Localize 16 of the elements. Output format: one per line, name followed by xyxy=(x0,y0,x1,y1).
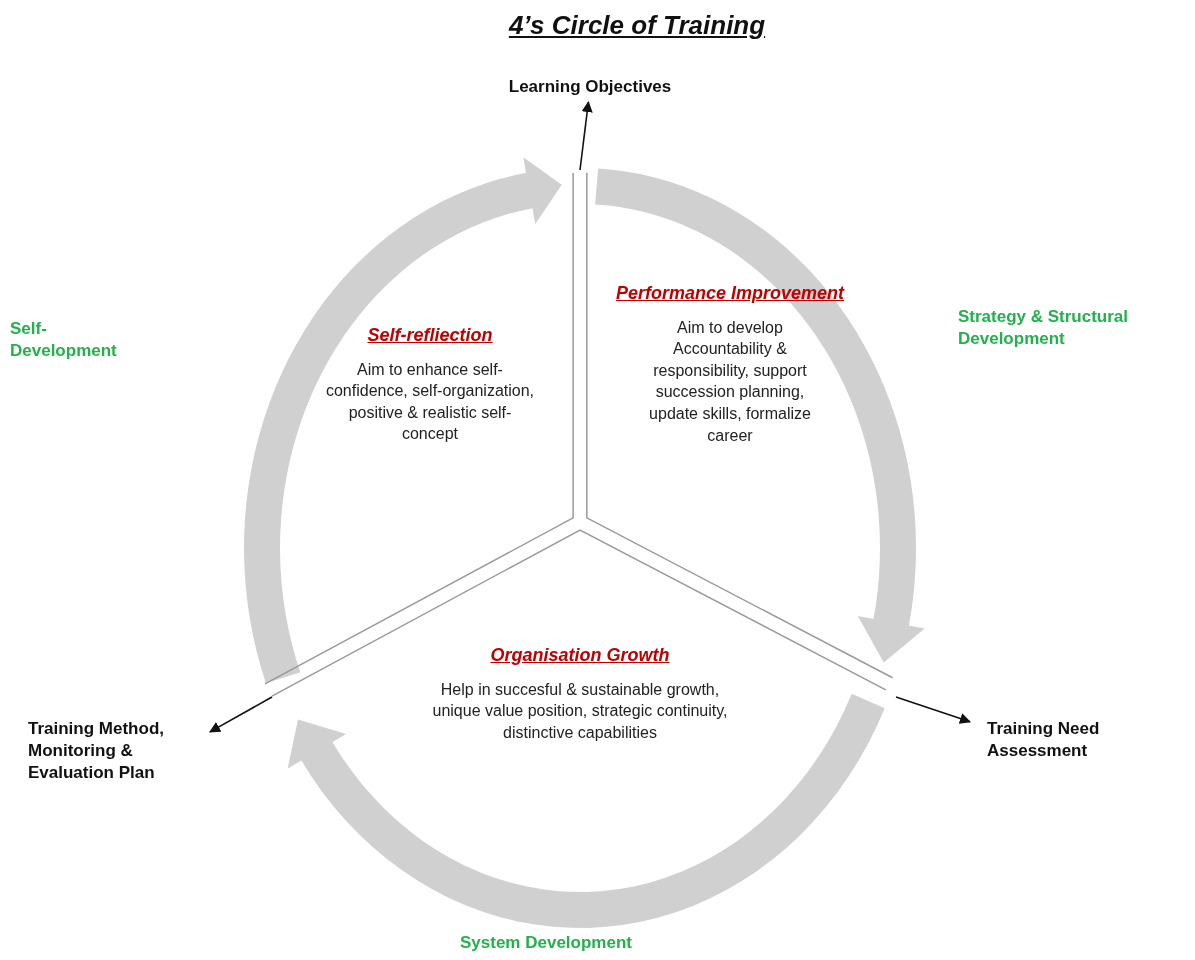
arrow xyxy=(209,696,273,733)
stage-label: Training Need Assessment xyxy=(970,718,1150,786)
phase-label: Strategy & Structural Development xyxy=(958,306,1130,351)
phase-label: Self-Development xyxy=(10,318,118,363)
sector-heading: Performance Improvement xyxy=(615,283,845,305)
phase-label: System Development xyxy=(460,932,633,954)
stage-label: Learning Objectives xyxy=(470,76,710,102)
sector-description: Help in succesful & sustainable growth, unique value position, strategic continuity, distinctive capabilities xyxy=(431,679,729,743)
arrow xyxy=(579,100,593,171)
stage-label: Training Method, Monitoring & Evaluation Plan xyxy=(28,718,210,848)
arrow xyxy=(895,696,972,724)
sector-description: Aim to develop Accountability & responsibility, support succession planning, update skills, formalize career xyxy=(648,317,812,446)
diagram-title: 4’s Circle of Training xyxy=(508,10,766,41)
sector-heading: Organisation Growth xyxy=(490,645,670,667)
sector-description: Aim to enhance self-confidence, self-organization, positive & realistic self-concept xyxy=(324,359,536,445)
sector-heading: Self-refliection xyxy=(367,325,493,347)
